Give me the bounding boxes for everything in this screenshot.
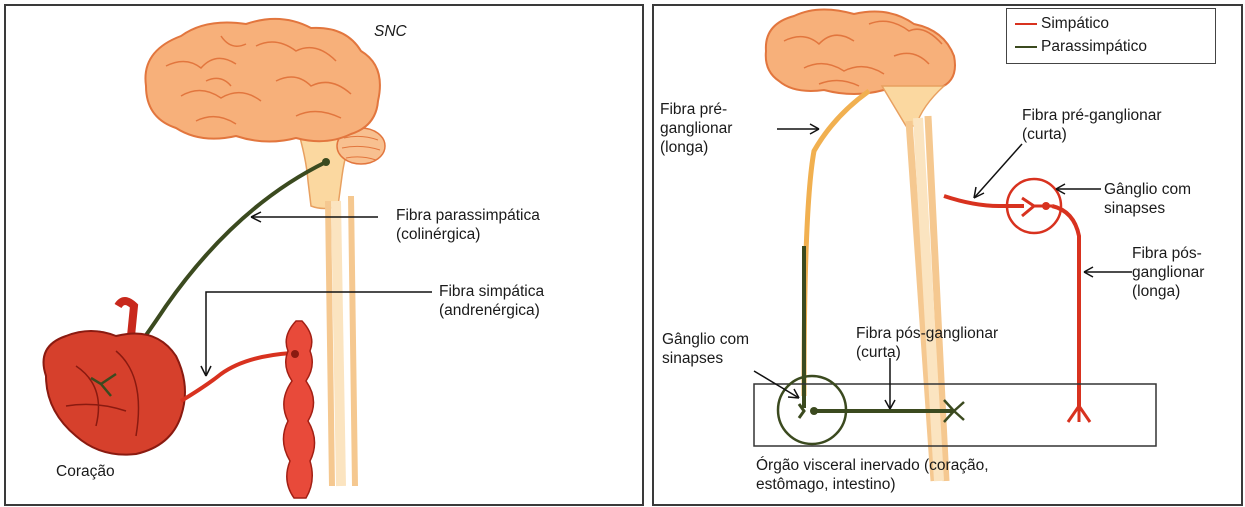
heart-illustration: [44, 301, 186, 455]
heart-label: Coração: [56, 462, 115, 481]
pre-short-leader: [974, 144, 1022, 198]
pre-long-line1: Fibra pré-: [660, 100, 732, 119]
sympathetic-label-line1: Fibra simpática: [439, 282, 544, 301]
legend-parasympathetic: Parassimpático: [1015, 37, 1147, 57]
preganglionic-short-fiber: [944, 196, 1024, 206]
post-long-line2: ganglionar: [1132, 263, 1204, 282]
legend-parasympathetic-label: Parassimpático: [1041, 38, 1147, 55]
organ-line1: Órgão visceral inervado (coração,: [756, 456, 989, 475]
ganglion-bottom-line1: Gânglio com: [662, 330, 749, 349]
post-long-label: Fibra pós- ganglionar (longa): [1132, 244, 1204, 301]
sympathetic-label-line2: (andrenérgica): [439, 301, 544, 320]
brainstem: [882, 86, 944, 126]
post-long-line3: (longa): [1132, 282, 1204, 301]
pre-long-label: Fibra pré- ganglionar (longa): [660, 100, 732, 157]
right-panel: Simpático Parassimpático Fibra pré- gang…: [652, 4, 1243, 506]
organ-box: [754, 384, 1156, 446]
ganglion-bottom-line2: sinapses: [662, 349, 749, 368]
left-panel: SNC Fibra parassimpática (colinérgica) F…: [4, 4, 644, 506]
organ-label: Órgão visceral inervado (coração, estôma…: [756, 456, 989, 494]
sympathetic-fiber: [181, 353, 292, 401]
ganglion-top-line1: Gânglio com: [1104, 180, 1191, 199]
snc-title: SNC: [374, 22, 407, 41]
pre-long-line2: ganglionar: [660, 119, 732, 138]
parasympathetic-label-line2: (colinérgica): [396, 225, 540, 244]
pre-short-line2: (curta): [1022, 125, 1162, 144]
organ-line2: estômago, intestino): [756, 475, 989, 494]
legend-sympathetic-label: Simpático: [1041, 15, 1109, 32]
post-short-label: Fibra pós-ganglionar (curta): [856, 324, 998, 362]
post-long-line1: Fibra pós-: [1132, 244, 1204, 263]
sympathetic-swatch: [1015, 23, 1037, 25]
legend-sympathetic: Simpático: [1015, 14, 1109, 34]
sympathetic-chain: [283, 321, 314, 498]
sympathetic-fiber-label: Fibra simpática (andrenérgica): [439, 282, 544, 320]
parasympathetic-swatch: [1015, 46, 1037, 48]
left-diagram: [6, 6, 642, 504]
pre-long-line3: (longa): [660, 138, 732, 157]
parasympathetic-label-line1: Fibra parassimpática: [396, 206, 540, 225]
postganglionic-long-fiber: [1052, 206, 1079, 406]
ganglion-top-label: Gânglio com sinapses: [1104, 180, 1191, 218]
parasympathetic-fiber-label: Fibra parassimpática (colinérgica): [396, 206, 540, 244]
pre-short-line1: Fibra pré-ganglionar: [1022, 106, 1162, 125]
brain: [145, 19, 379, 142]
brain: [766, 9, 955, 94]
post-short-line1: Fibra pós-ganglionar: [856, 324, 998, 343]
ganglion-top-line2: sinapses: [1104, 199, 1191, 218]
pre-short-label: Fibra pré-ganglionar (curta): [1022, 106, 1162, 144]
ganglion-bottom-label: Gânglio com sinapses: [662, 330, 749, 368]
legend: Simpático Parassimpático: [1006, 8, 1216, 64]
post-short-line2: (curta): [856, 343, 998, 362]
